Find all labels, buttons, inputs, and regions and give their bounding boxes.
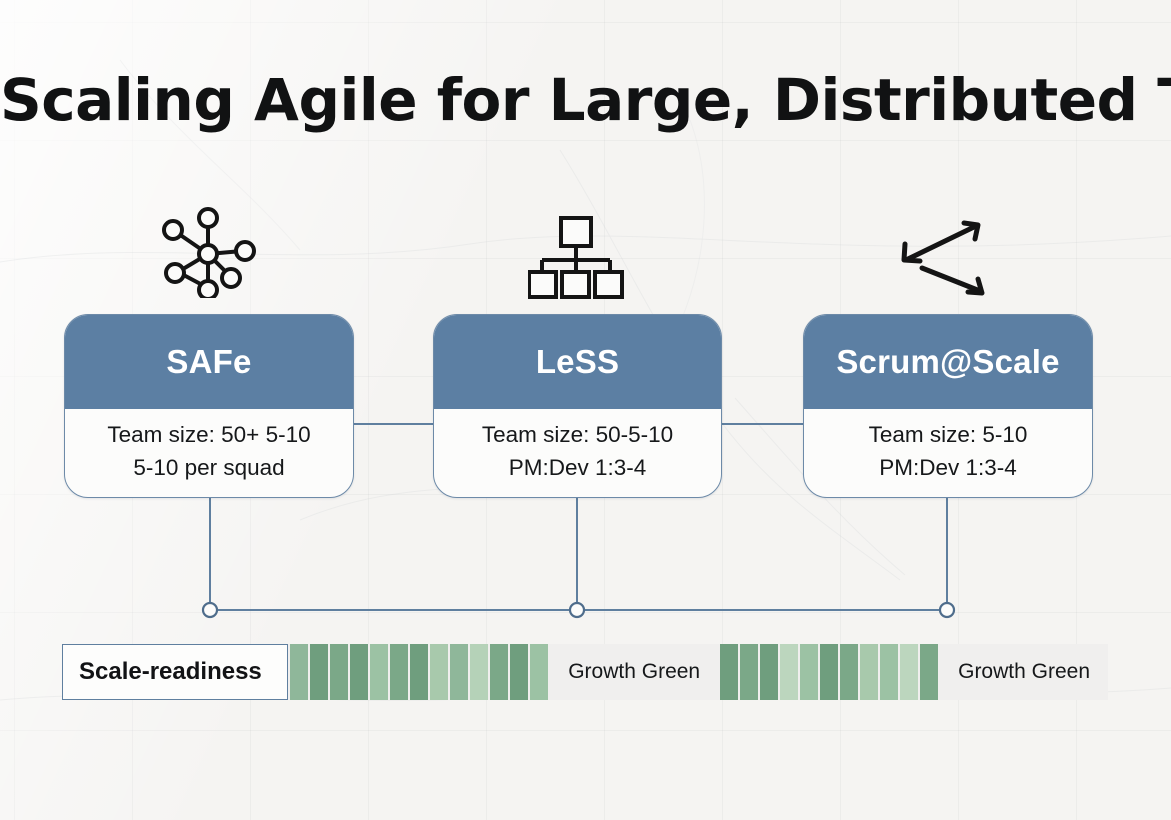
swatch-one-3 — [330, 644, 349, 700]
swatch-two-5 — [800, 644, 819, 700]
swatch-one-2 — [310, 644, 329, 700]
swatch-one-4 — [350, 644, 369, 700]
swatch-two-9 — [880, 644, 899, 700]
card-safe-line-2: 5-10 per squad — [133, 454, 285, 480]
card-less-line-1: Team size: 50-5-10 — [481, 421, 674, 447]
swatch-one-8 — [430, 644, 449, 700]
swatch-two-4 — [780, 644, 799, 700]
swatch-group-one — [288, 644, 550, 700]
card-less-body: Team size: 50-5-10 PM:Dev 1:3-4 — [434, 409, 721, 497]
swatch-two-10 — [900, 644, 919, 700]
card-scrum-line-2: PM:Dev 1:3-4 — [879, 454, 1017, 480]
swatch-two-3 — [760, 644, 779, 700]
swatch-one-9 — [450, 644, 469, 700]
swatch-two-8 — [860, 644, 879, 700]
card-less-line-2: PM:Dev 1:3-4 — [508, 454, 647, 480]
swatch-one-1 — [290, 644, 309, 700]
hierarchy-tree-icon — [528, 212, 624, 304]
scale-arrows-icon — [896, 216, 992, 308]
swatch-two-1 — [720, 644, 739, 700]
swatch-one-11 — [490, 644, 509, 700]
swatch-one-12 — [510, 644, 529, 700]
card-safe-title: SAFe — [65, 315, 353, 409]
swatch-one-7 — [410, 644, 429, 700]
swatch-two-6 — [820, 644, 839, 700]
card-scrum-line-1: Team size: 5-10 — [868, 421, 1028, 447]
swatch-two-11 — [920, 644, 939, 700]
card-less[interactable]: LeSS Team size: 50-5-10 PM:Dev 1:3-4 — [433, 314, 722, 498]
card-scrum-title: Scrum@Scale — [804, 315, 1092, 409]
swatch-one-6 — [390, 644, 409, 700]
card-safe[interactable]: SAFe Team size: 50+ 5-10 5-10 per squad — [64, 314, 354, 498]
card-scrum-body: Team size: 5-10 PM:Dev 1:3-4 — [804, 409, 1092, 497]
legend-caption-two: Growth Green — [958, 660, 1090, 683]
swatch-two-7 — [840, 644, 859, 700]
legend-caption-one: Growth Green — [568, 660, 701, 683]
swatch-group-two — [718, 644, 940, 700]
card-safe-body: Team size: 50+ 5-10 5-10 per squad — [65, 409, 353, 497]
swatch-two-2 — [740, 644, 759, 700]
card-safe-line-1: Team size: 50+ 5-10 — [107, 421, 311, 447]
card-less-title: LeSS — [434, 315, 721, 409]
scale-readiness-legend: Scale-readiness Growth Green Growth Gree… — [62, 644, 1108, 700]
swatch-one-10 — [470, 644, 489, 700]
swatch-one-13 — [530, 644, 549, 700]
card-scrum-at-scale[interactable]: Scrum@Scale Team size: 5-10 PM:Dev 1:3-4 — [803, 314, 1093, 498]
network-nodes-icon — [162, 206, 258, 298]
legend-label: Scale-readiness — [62, 644, 289, 700]
page-title: Scaling Agile for Large, Distributed Tea… — [0, 66, 1171, 134]
swatch-one-5 — [370, 644, 389, 700]
